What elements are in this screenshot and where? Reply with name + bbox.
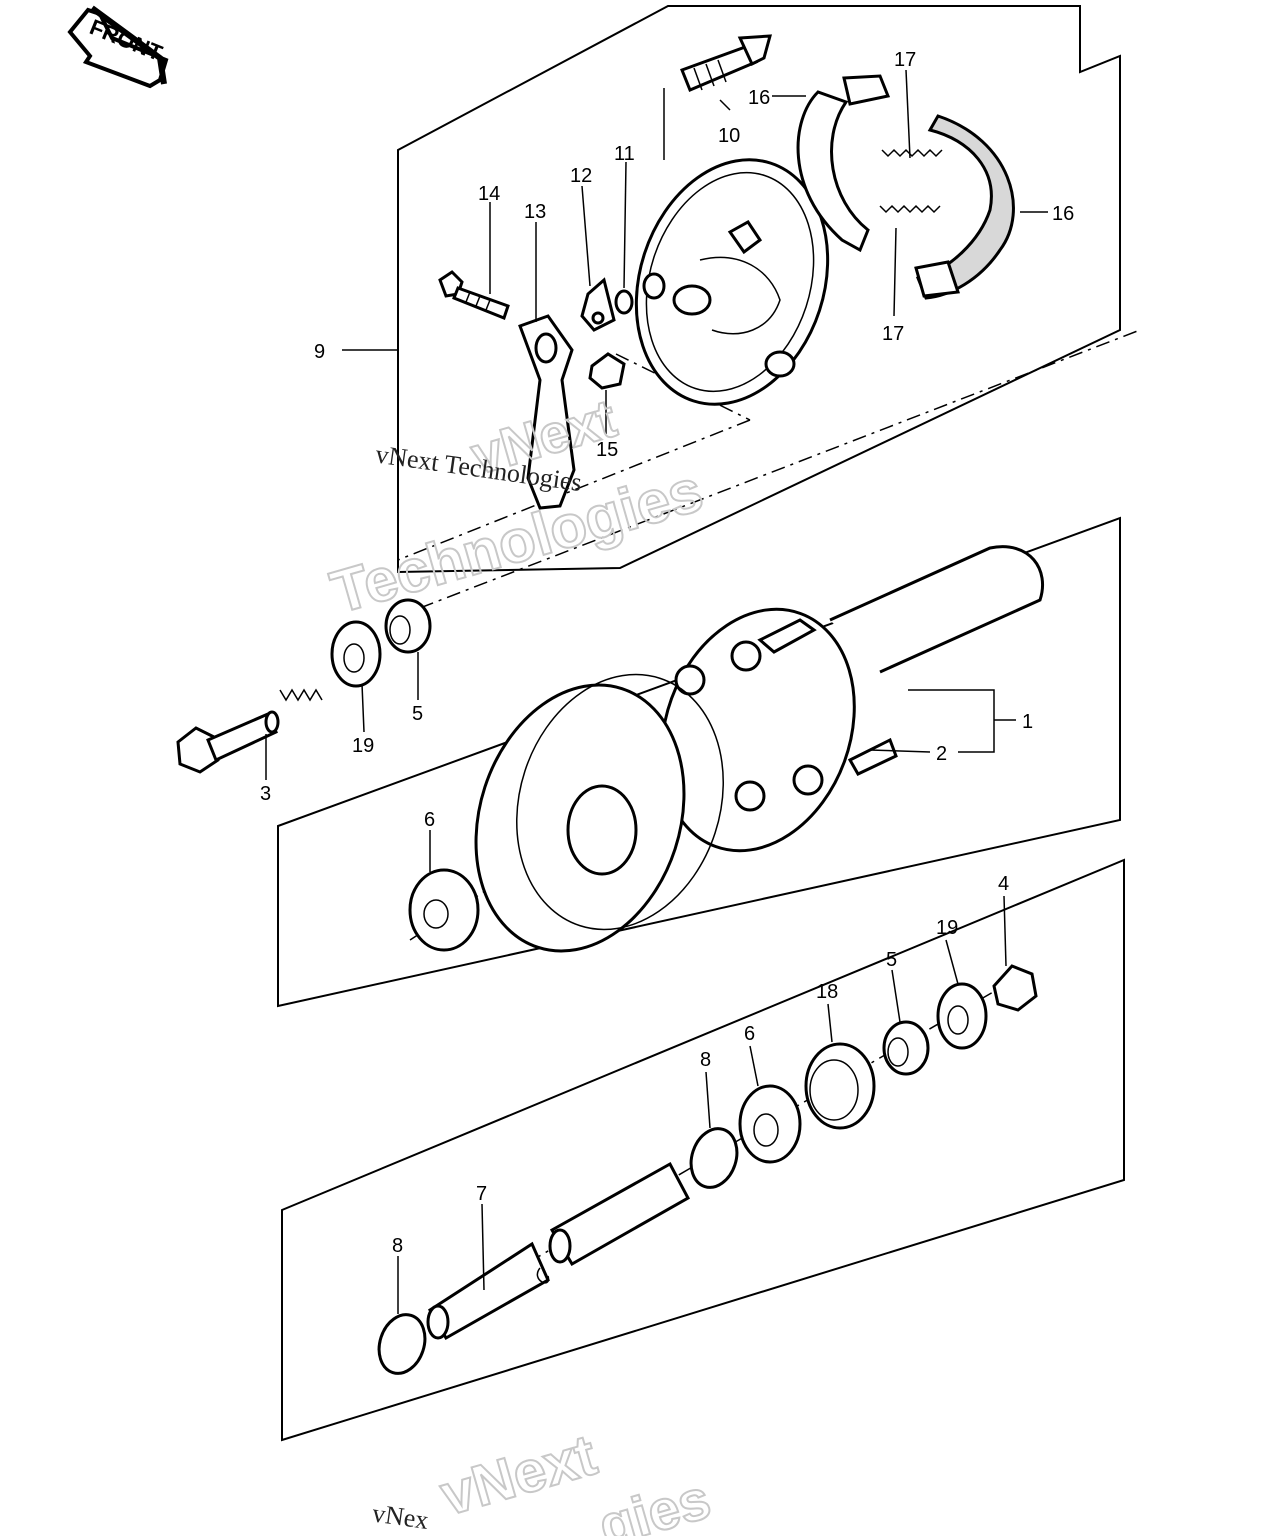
- bearing-left: [408, 868, 480, 952]
- watermark-bottom: vNext gies vNex: [371, 1421, 718, 1536]
- callout-14: 14: [478, 183, 500, 205]
- callout-11: 11: [614, 143, 635, 165]
- panel-seal: [614, 289, 634, 315]
- callout-3: 3: [260, 783, 271, 805]
- wheel-hub: [474, 545, 1045, 953]
- washer-right: [936, 982, 988, 1050]
- brake-shoe-front: [914, 114, 1015, 300]
- watermark-center: vNext Technologies vNext Technologies: [323, 387, 711, 627]
- callout-15: 15: [596, 439, 618, 461]
- callout-1: 1: [1022, 711, 1033, 733]
- callout-10: 10: [718, 125, 740, 147]
- axle-bolt: [176, 710, 280, 774]
- collar-right: [882, 1020, 930, 1076]
- collar-left: [384, 598, 432, 654]
- callout-2: 2: [936, 743, 947, 765]
- callout-5-left: 5: [412, 703, 423, 725]
- callout-18: 18: [816, 981, 838, 1003]
- brake-spring-upper: [881, 148, 943, 158]
- callout-numbers: 1 2 3 4 5 5 6 6 7 8 8 9 10 11 12 13 14 1…: [260, 49, 1074, 1257]
- panel-oring: [642, 272, 666, 300]
- callout-19-right: 19: [936, 917, 958, 939]
- wear-indicator: [580, 277, 616, 332]
- callout-17-top: 17: [894, 49, 916, 71]
- callout-5-right: 5: [886, 949, 897, 971]
- cam-lever-nut: [588, 352, 626, 390]
- callout-6-right: 6: [744, 1023, 755, 1045]
- watermark-bottom-line1: vNext: [434, 1422, 604, 1528]
- callout-12: 12: [570, 165, 592, 187]
- callout-8-right: 8: [700, 1049, 711, 1071]
- brake-shoe-rear: [796, 74, 891, 253]
- watermark-bottom-line2: gies: [592, 1466, 717, 1536]
- brake-spring-lower: [879, 204, 941, 214]
- callout-8-left: 8: [392, 1235, 403, 1257]
- cam-lever-bolt: [438, 270, 510, 320]
- oring-right: [689, 1127, 739, 1189]
- spacer-tube: [426, 1161, 691, 1341]
- leader-lines: [265, 69, 1048, 1314]
- axle-bolt-spring: [279, 688, 323, 702]
- callout-9: 9: [314, 341, 325, 363]
- washer-left-hole: [343, 643, 365, 673]
- washer-left: [330, 620, 382, 688]
- bearing-right: [738, 1084, 802, 1164]
- callout-16-right: 16: [1052, 203, 1074, 225]
- callout-17-bottom: 17: [882, 323, 904, 345]
- brake-panel: [634, 158, 830, 406]
- axle-frame: [281, 858, 1125, 1442]
- axle-nut: [992, 964, 1038, 1012]
- oil-seal: [804, 1042, 876, 1130]
- brake-panel-frame: [397, 5, 1121, 574]
- callout-19-left: 19: [352, 735, 374, 757]
- callout-6-left: 6: [424, 809, 435, 831]
- cam-lever: [518, 314, 576, 510]
- callout-4: 4: [998, 873, 1009, 895]
- oring-left: [377, 1313, 427, 1375]
- callout-16-top: 16: [748, 87, 770, 109]
- callout-13: 13: [524, 201, 546, 223]
- callout-7: 7: [476, 1183, 487, 1205]
- front-arrow-badge: FRONT: [67, 5, 169, 89]
- watermark-bottom-serif: vNex: [371, 1498, 431, 1535]
- brake-cam-shaft: [680, 34, 773, 92]
